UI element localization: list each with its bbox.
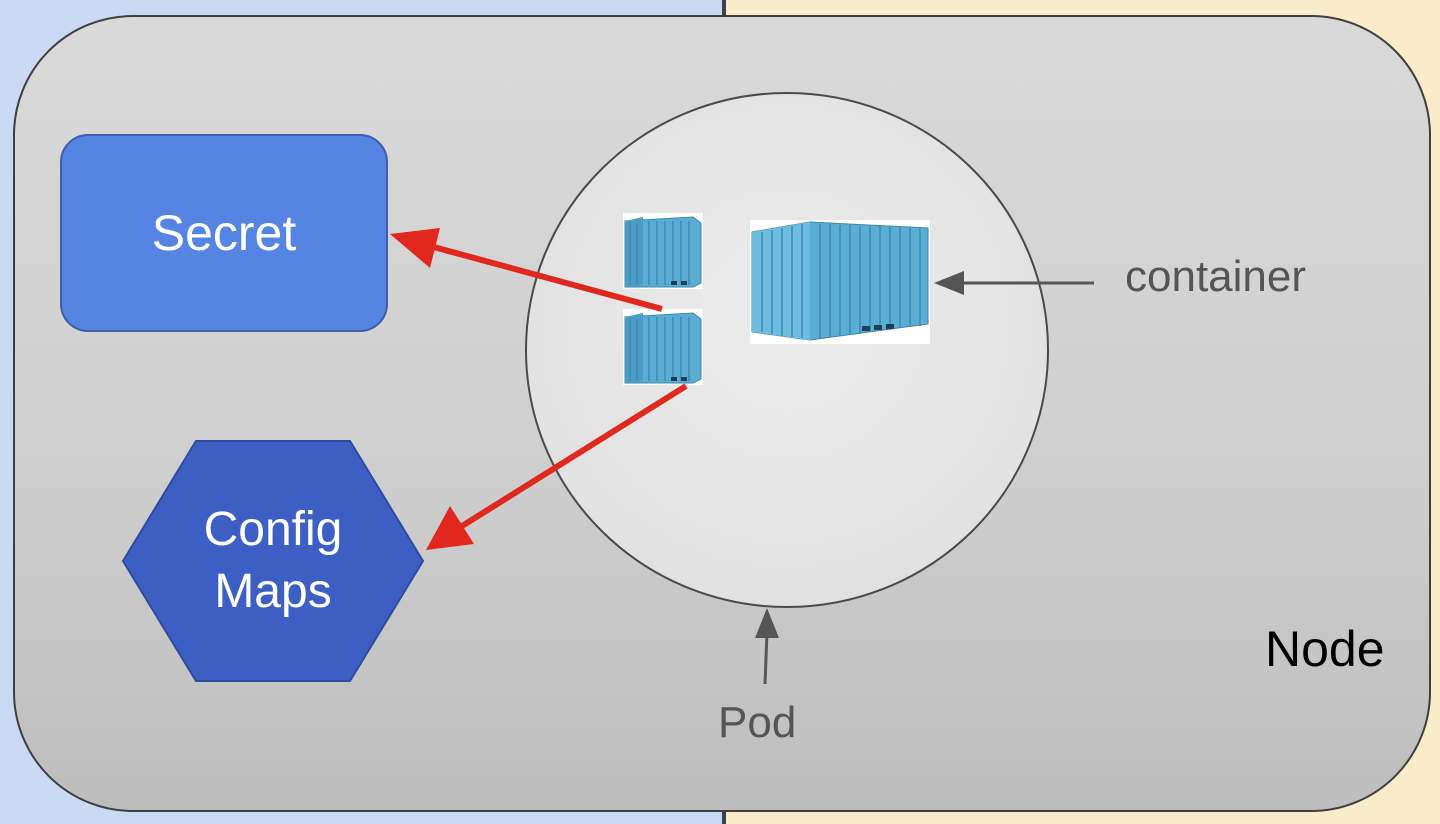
config-maps-label: Config Maps <box>123 440 423 682</box>
node-label: Node <box>1265 621 1385 677</box>
red-arrow-to-secret <box>390 228 663 312</box>
config-maps-label-line2: Maps <box>214 565 332 618</box>
container-label: container <box>1125 252 1307 301</box>
red-arrow-to-config-maps <box>426 383 688 550</box>
pod-label: Pod <box>718 698 797 747</box>
secret-box: Secret <box>60 134 388 332</box>
config-maps-hexagon <box>121 440 425 682</box>
shipping-container-icon <box>750 220 930 344</box>
pod-circle <box>525 92 1049 608</box>
secret-label: Secret <box>151 205 297 261</box>
shipping-container-icon <box>623 213 703 289</box>
shipping-container-icon <box>623 309 703 385</box>
gray-arrow-to-pod <box>755 608 779 685</box>
gray-arrow-to-container <box>934 271 1094 295</box>
config-maps-label-line1: Config <box>203 503 343 556</box>
